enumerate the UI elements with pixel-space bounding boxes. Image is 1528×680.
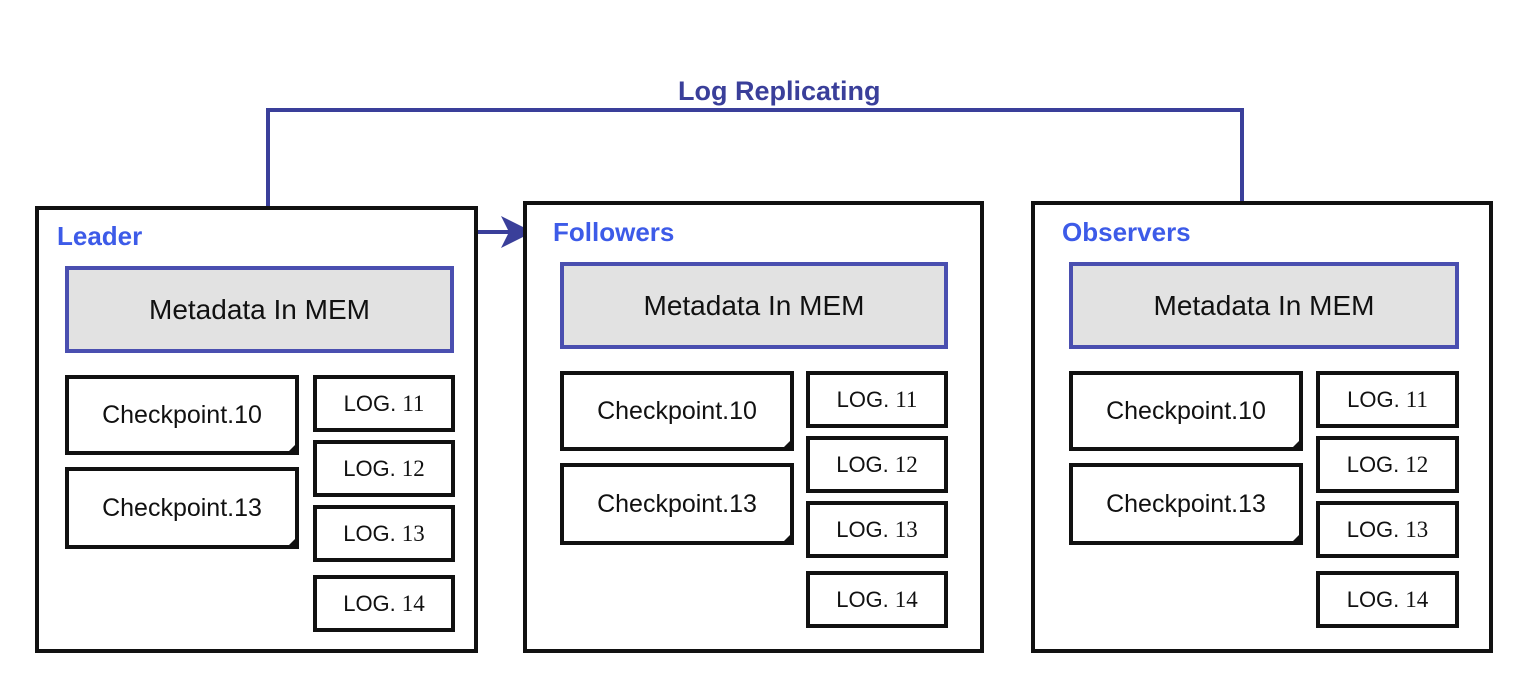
checkpoint-label: Checkpoint.13 [597,489,757,518]
log-number: 11 [895,386,918,412]
page-fold-icon [1289,437,1303,451]
page-fold-icon [780,531,794,545]
leader-log-11: LOG.11 [313,375,455,432]
leader-checkpoint-13: Checkpoint.13 [65,467,299,549]
log-number: 12 [1405,451,1429,477]
log-number: 11 [1405,386,1428,412]
log-prefix: LOG. [343,390,397,416]
observers-checkpoint-13: Checkpoint.13 [1069,463,1303,545]
log-prefix: LOG. [1346,586,1400,612]
log-number: 12 [894,451,918,477]
log-prefix: LOG. [836,586,889,612]
followers-title: Followers [553,217,675,247]
log-number: 12 [401,455,425,481]
log-prefix: LOG. [1346,451,1400,477]
leader-log-13: LOG.13 [313,505,455,562]
observers-log-12: LOG.12 [1316,436,1459,493]
observers-title: Observers [1062,217,1191,247]
observers-log-14: LOG.14 [1316,571,1459,628]
observers-log-11: LOG.11 [1316,371,1459,428]
page-fold-icon [285,535,299,549]
page-fold-icon [285,441,299,455]
leader-title: Leader [57,221,143,251]
log-number: 14 [1405,586,1429,612]
log-number: 13 [1405,516,1429,542]
checkpoint-label: Checkpoint.10 [597,396,757,425]
leader-log-12: LOG.12 [313,440,455,497]
observers-checkpoint-10: Checkpoint.10 [1069,371,1303,451]
log-replicating-label: Log Replicating [678,76,881,106]
leader-metadata-in-mem: Metadata In MEM [65,266,454,353]
observers-metadata-in-mem: Metadata In MEM [1069,262,1459,349]
checkpoint-label: Checkpoint.10 [1106,396,1266,425]
log-number: 11 [402,390,425,416]
page-fold-icon [780,437,794,451]
observers-log-13: LOG.13 [1316,501,1459,558]
log-prefix: LOG. [343,520,396,546]
followers-checkpoint-13: Checkpoint.13 [560,463,794,545]
log-prefix: LOG. [836,516,889,542]
log-prefix: LOG. [836,386,890,412]
followers-metadata-in-mem: Metadata In MEM [560,262,948,349]
log-prefix: LOG. [1347,386,1400,412]
followers-log-14: LOG.14 [806,571,948,628]
log-number: 13 [401,520,425,546]
arrow-to-followers [266,108,1258,240]
checkpoint-label: Checkpoint.10 [102,400,262,429]
leader-checkpoint-10: Checkpoint.10 [65,375,299,455]
log-prefix: LOG. [1346,516,1400,542]
leader-log-14: LOG.14 [313,575,455,632]
log-number: 14 [401,590,425,616]
followers-log-11: LOG.11 [806,371,948,428]
log-number: 13 [894,516,918,542]
log-prefix: LOG. [343,455,396,481]
followers-log-12: LOG.12 [806,436,948,493]
log-number: 14 [894,586,918,612]
log-prefix: LOG. [343,590,396,616]
log-prefix: LOG. [836,451,889,477]
followers-log-13: LOG.13 [806,501,948,558]
page-fold-icon [1289,531,1303,545]
checkpoint-label: Checkpoint.13 [102,493,262,522]
checkpoint-label: Checkpoint.13 [1106,489,1266,518]
followers-checkpoint-10: Checkpoint.10 [560,371,794,451]
